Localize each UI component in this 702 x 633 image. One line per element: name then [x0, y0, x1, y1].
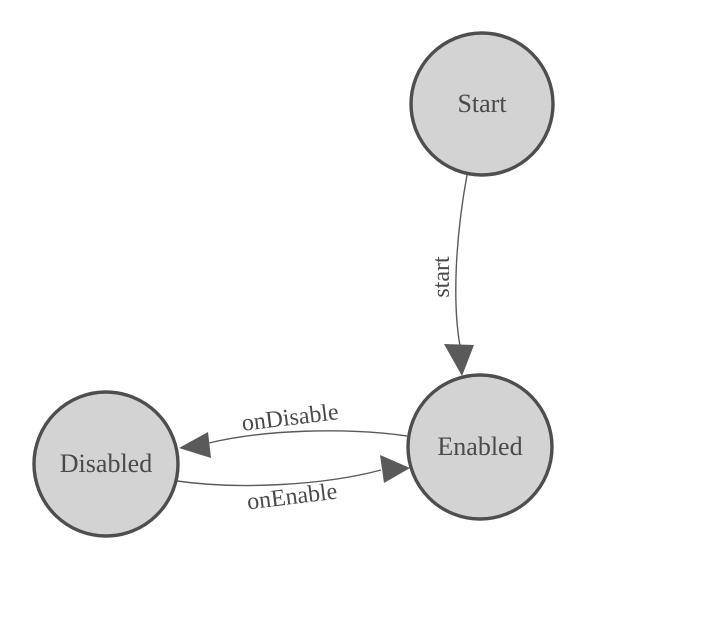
- transition-enabled-to-disabled: onDisable: [179, 399, 408, 458]
- state-label-disabled: Disabled: [60, 449, 152, 478]
- arrowhead-icon-disabled-to-enabled: [380, 455, 410, 483]
- transition-line-ondisable: [208, 430, 408, 444]
- arrowhead-icon-enabled-to-disabled: [179, 432, 211, 458]
- transition-label-start: start: [429, 256, 455, 298]
- state-circle-start: [409, 31, 555, 177]
- state-node-enabled: Enabled: [406, 373, 554, 521]
- transition-line-onenable: [176, 469, 382, 487]
- state-node-start: Start: [409, 31, 555, 177]
- state-label-start: Start: [457, 89, 507, 118]
- arrowhead-icon-start-to-enabled: [444, 344, 474, 376]
- state-label-enabled: Enabled: [437, 432, 522, 461]
- state-circle-disabled: [32, 390, 180, 538]
- state-node-disabled: Disabled: [32, 390, 180, 538]
- transition-label-onenable: onEnable: [246, 479, 339, 516]
- transition-disabled-to-enabled: onEnable: [176, 455, 410, 516]
- transition-start-to-enabled: start: [429, 174, 474, 376]
- state-circle-enabled: [406, 373, 554, 521]
- transition-line-start: [455, 174, 468, 347]
